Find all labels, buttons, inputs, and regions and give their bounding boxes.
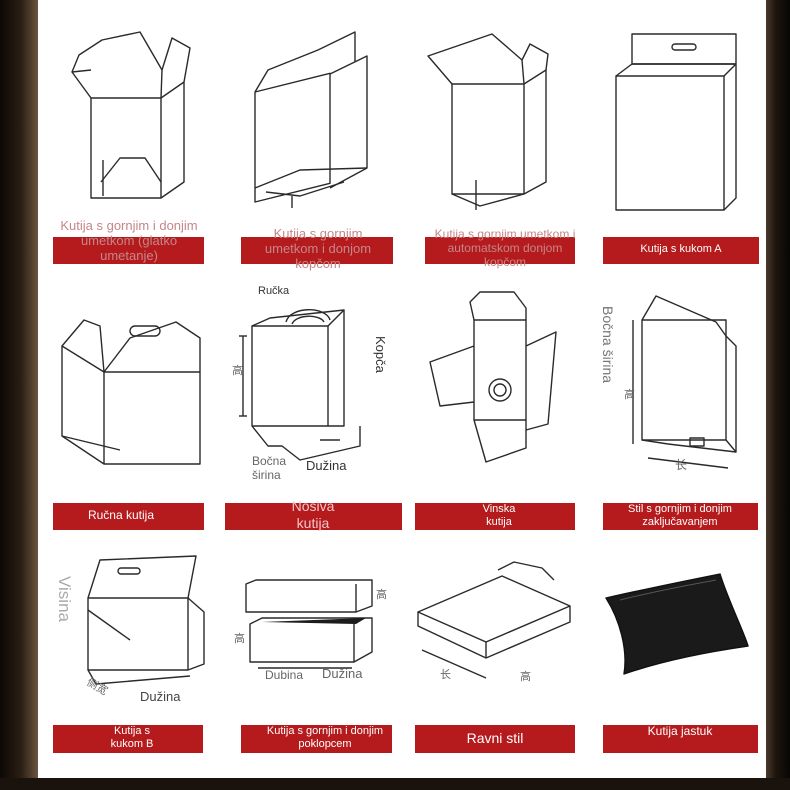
anno-side-width-vertical: Bočna širina <box>600 306 616 384</box>
caption-tuck-snap-lock: Kutija s gornjim umetkom i donjom kopčom <box>264 226 372 271</box>
label-bar <box>603 237 759 264</box>
anno-length: Dužina <box>306 458 347 473</box>
anno-length-glyph-7: 长 <box>440 669 451 681</box>
caption-carrier-box: Nosiva kutija <box>291 498 335 531</box>
anno-height-vertical: Visina <box>55 576 74 622</box>
box-tuck-snap-lock-illustration <box>255 32 367 208</box>
frame-right <box>766 0 790 790</box>
caption-top-bottom-tuck: Kutija s gornjim i donjim umetkom (glatk… <box>60 218 198 263</box>
anno-height-glyph-6a: 高 <box>376 589 387 601</box>
anno-clasp: Kopča <box>373 336 388 373</box>
anno-handle: Ručka <box>258 285 290 297</box>
anno-height-glyph-7: 高 <box>520 671 531 683</box>
label-lock-top-bottom: Stil s gornjim i donjim zaključavanjem <box>628 503 732 528</box>
label-pillow-box: Kutija jastuk <box>647 724 713 738</box>
frame-bottom <box>0 778 790 790</box>
anno-side-width: Bočna širina <box>252 454 287 482</box>
label-bar <box>53 237 204 264</box>
label-bar <box>603 725 758 753</box>
box-lock-top-bottom-illustration <box>633 296 736 468</box>
label-wine-box: Vinska kutija <box>482 503 516 528</box>
anno-height-glyph: 高 <box>232 365 243 377</box>
label-hook-box-b: Kutija s kukom B <box>110 725 154 750</box>
box-tuck-auto-bottom-illustration <box>428 34 548 210</box>
label-hook-box-a: Kutija s kukom A <box>640 243 722 255</box>
label-bar <box>603 503 758 530</box>
label-flat-style: Ravni stil <box>466 730 524 746</box>
anno-length-6: Dužina <box>322 666 363 681</box>
box-lid-base-illustration <box>246 580 372 668</box>
label-bar <box>225 503 402 530</box>
anno-depth: Dubina <box>265 668 304 682</box>
box-handle-illustration <box>62 320 200 464</box>
box-wine-illustration <box>430 292 556 462</box>
box-flat-illustration <box>418 562 570 678</box>
anno-height-glyph-6b: 高 <box>234 633 245 645</box>
label-bar <box>415 503 575 530</box>
box-carrier-illustration <box>239 310 360 460</box>
anno-height-glyph-4: 高 <box>624 389 635 401</box>
box-hook-a-illustration <box>616 34 736 210</box>
box-hook-b-illustration <box>88 556 204 684</box>
anno-length-glyph-4: 长 <box>675 458 688 472</box>
label-bar <box>53 725 203 753</box>
label-bar <box>425 237 575 264</box>
label-bar <box>415 725 575 753</box>
label-lid-base-box: Kutija s gornjim i donjim poklopcem <box>266 725 384 750</box>
caption-tuck-auto-bottom: Kutija s gornjim umetkom i automatskom d… <box>434 227 576 269</box>
label-handle-box: Ručna kutija <box>87 508 155 522</box>
label-bar <box>53 503 204 530</box>
box-top-bottom-tuck-illustration <box>72 32 190 198</box>
box-pillow-illustration <box>606 574 748 674</box>
label-bar <box>241 237 393 264</box>
anno-length-5: Dužina <box>140 689 181 704</box>
label-bar <box>241 725 392 753</box>
frame-left <box>0 0 38 790</box>
